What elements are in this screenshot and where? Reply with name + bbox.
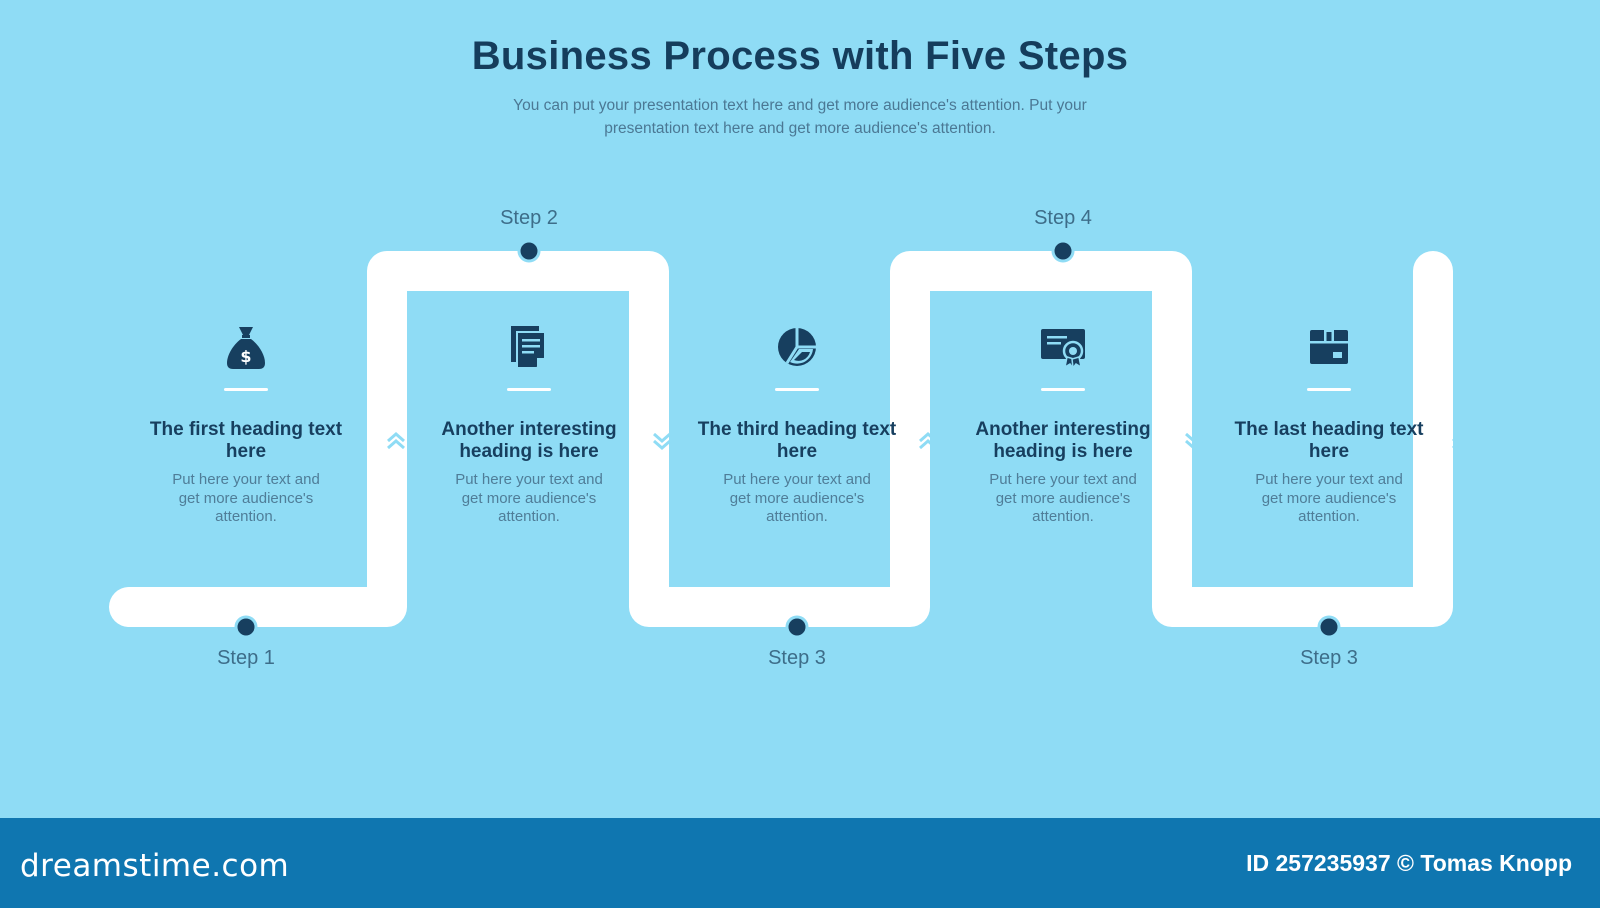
step-4-card: Another interesting heading is here Put … [963, 322, 1163, 527]
step-3-marker [785, 615, 809, 639]
step-markers [234, 239, 1341, 639]
certificate-icon [963, 322, 1163, 372]
chevron-down-icon [653, 432, 671, 450]
card-heading: The third heading text here [697, 419, 897, 462]
card-heading: The last heading text here [1234, 419, 1424, 462]
card-divider [775, 388, 819, 391]
documents-icon [429, 322, 629, 372]
step-2-label: Step 2 [500, 207, 558, 229]
step-2-marker [517, 239, 541, 263]
card-text: Put here your text and get more audience… [1255, 471, 1403, 525]
step-1-marker [234, 615, 258, 639]
card-divider [1041, 388, 1085, 391]
step-1-card: $ The first heading text here Put here y… [146, 322, 346, 527]
zigzag-path [109, 251, 1453, 627]
chevron-up-icon [1452, 432, 1470, 450]
step-5-card: The last heading text here Put here your… [1229, 322, 1429, 527]
card-text: Put here your text and get more audience… [723, 471, 871, 525]
step-4-marker [1051, 239, 1075, 263]
step-1-label: Step 1 [217, 647, 275, 669]
step-3-card: The third heading text here Put here you… [697, 322, 897, 527]
image-credit: ID 257235937 © Tomas Knopp [1246, 850, 1572, 876]
card-text: Put here your text and get more audience… [172, 471, 320, 525]
card-divider [507, 388, 551, 391]
step-4-label: Step 4 [1034, 207, 1092, 229]
card-heading: The first heading text here [149, 419, 343, 462]
svg-text:$: $ [240, 347, 251, 366]
card-heading: Another interesting heading is here [441, 419, 617, 462]
card-heading: Another interesting heading is here [975, 419, 1151, 462]
footer-bar: dreamstime.com ID 257235937 © Tomas Knop… [0, 818, 1600, 908]
process-path [109, 239, 1453, 639]
package-icon [1229, 322, 1429, 372]
money-bag-icon: $ [146, 322, 346, 372]
step-5-label: Step 3 [1300, 647, 1358, 669]
card-text: Put here your text and get more audience… [455, 471, 603, 525]
card-divider [224, 388, 268, 391]
infographic-canvas: Business Process with Five Steps You can… [109, 34, 1470, 669]
step-5-marker [1317, 615, 1341, 639]
page-subtitle: You can put your presentation text here … [513, 97, 1087, 137]
chevron-up-icon [919, 432, 937, 450]
page-title: Business Process with Five Steps [471, 34, 1129, 78]
brand-logo: dreamstime.com [20, 848, 290, 884]
step-3-label: Step 3 [768, 647, 826, 669]
chevron-down-icon [1185, 432, 1203, 450]
step-2-card: Another interesting heading is here Put … [429, 322, 629, 527]
pie-chart-icon [697, 322, 897, 372]
card-text: Put here your text and get more audience… [989, 471, 1137, 525]
card-divider [1307, 388, 1351, 391]
chevron-up-icon [387, 432, 405, 450]
